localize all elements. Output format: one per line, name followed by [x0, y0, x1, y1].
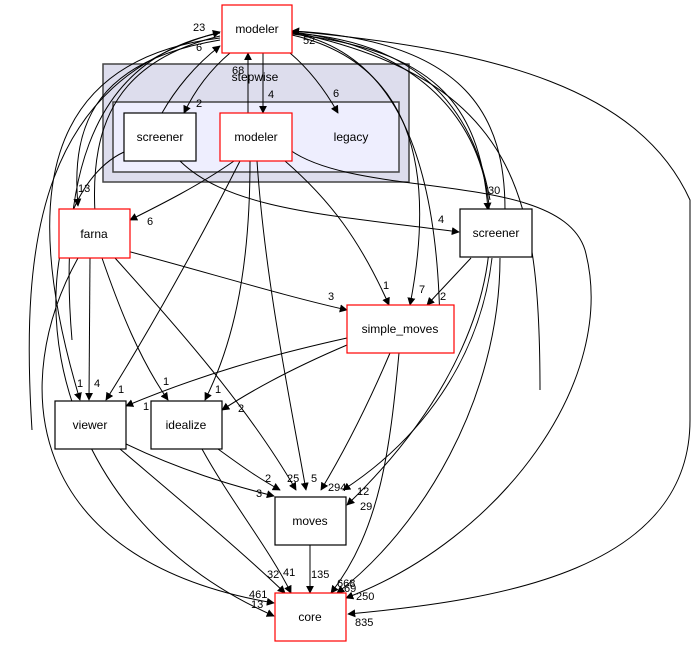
node-label-modeler-inner: modeler [234, 130, 277, 144]
edge-viewer-modeler[interactable] [68, 32, 221, 341]
edge-label-modeler-moves: 29 [360, 501, 372, 513]
edge-viewer-core[interactable] [119, 448, 286, 594]
edge-label-modelerinner-idealize: 1 [215, 384, 221, 396]
edge-label-farna-idealize: 1 [163, 376, 169, 388]
edge-label-viewer-moves: 3 [256, 488, 262, 500]
edge-core-modeler-c[interactable] [291, 32, 491, 201]
edge-label-modeler-screenerinner: 2 [196, 98, 202, 110]
edge-label-idealize-moves: 2 [265, 473, 271, 485]
edge-viewer-moves[interactable] [125, 443, 275, 499]
edge-screenerinner-modeler[interactable] [161, 45, 221, 114]
edge-idealize-modeler[interactable] [93, 35, 221, 214]
edge-simplemoves-core[interactable] [330, 352, 400, 594]
edge-modeler-core[interactable] [291, 30, 691, 618]
edge-modeler-moves[interactable] [291, 31, 491, 506]
edge-label-idealize-core: 41 [283, 567, 295, 579]
edge-screenerinner-core[interactable] [55, 151, 275, 617]
edge-label-farna-moves: 25 [287, 473, 299, 485]
edge-label-screener-modeler: 52 [303, 35, 315, 47]
edge-label-simplemoves-moves: 294 [328, 482, 346, 494]
edge-simplemoves-moves[interactable] [320, 352, 391, 491]
edge-simplemoves-viewer[interactable] [125, 337, 348, 407]
edge-label-screenerinner-screener: 4 [438, 214, 444, 226]
edge-core-modeler-b[interactable] [291, 32, 441, 341]
edge-label-modeler-legacy: 6 [333, 88, 339, 100]
node-moves[interactable]: moves [274, 496, 347, 546]
edge-modelerinner-viewer[interactable] [105, 160, 241, 401]
node-label-viewer: viewer [73, 418, 108, 432]
node-label-modeler-top: modeler [235, 22, 278, 36]
edge-label-screener-moves: 12 [357, 486, 369, 498]
edge-label-modelerinner-viewer: 1 [118, 384, 124, 396]
node-label-moves: moves [292, 514, 327, 528]
edge-label-moves-core: 135 [311, 569, 329, 581]
edge-label-modeler-modelerinner: 4 [268, 89, 274, 101]
edge-modeler-simplemoves[interactable] [291, 34, 421, 306]
edge-simplemoves-idealize[interactable] [221, 344, 348, 411]
edge-modelerinner-core[interactable] [289, 149, 592, 600]
edge-label-modelerinner-moves: 5 [311, 473, 317, 485]
edge-screener-moves[interactable] [342, 257, 493, 491]
cluster-legacy-title: legacy [334, 130, 369, 144]
node-core[interactable]: core [274, 592, 347, 642]
edges-layer: 23 6 2 68 4 6 52 13 6 4 30 [28, 22, 691, 629]
edge-label-farna-modeler: 23 [193, 22, 205, 34]
node-label-simple-moves: simple_moves [362, 322, 439, 336]
edge-label-modelerinner-simplemoves: 1 [383, 280, 389, 292]
edge-label-viewer-core: 32 [267, 569, 279, 581]
edge-label-modeler-screener: 30 [488, 185, 500, 197]
edge-label-modelerinner-core: 250 [356, 591, 374, 603]
edge-label-modelerinner-modeler: 68 [232, 65, 244, 77]
edge-farna-moves[interactable] [114, 257, 297, 491]
edge-screener-core[interactable] [336, 257, 501, 594]
edge-screenerinner-screener[interactable] [179, 160, 460, 236]
node-label-screener-inner: screener [137, 130, 184, 144]
node-label-farna: farna [80, 227, 108, 241]
edge-label-farna-simplemoves: 3 [328, 291, 334, 303]
node-label-core: core [298, 610, 322, 624]
edge-label-simplemoves-viewer: 1 [143, 401, 149, 413]
node-modeler-inner[interactable]: modeler [219, 112, 293, 162]
edge-label-farna-core: 461 [249, 589, 267, 601]
edge-modeler-viewer[interactable] [49, 37, 221, 401]
edge-label-modeler-viewer: 1 [77, 378, 83, 390]
node-label-screener: screener [473, 226, 520, 240]
edge-screener-simplemoves[interactable] [426, 257, 472, 306]
edge-farna-idealize[interactable] [101, 257, 169, 401]
edge-modelerinner-simplemoves[interactable] [284, 160, 390, 306]
edge-idealize-core[interactable] [201, 448, 292, 594]
edge-modelerinner-moves[interactable] [256, 160, 309, 491]
node-modeler-top[interactable]: modeler [221, 4, 293, 54]
edge-modeler-screenerinner[interactable] [183, 52, 231, 114]
edge-modeler-farna[interactable] [73, 39, 221, 207]
node-idealize[interactable]: idealize [150, 400, 223, 450]
node-screener-inner[interactable]: screener [123, 112, 197, 162]
edge-label-farna-viewer: 4 [94, 378, 100, 390]
edge-idealize-moves[interactable] [217, 448, 281, 491]
edge-farna-core[interactable] [41, 257, 275, 606]
edge-label-modelerinner-farna: 6 [147, 216, 153, 228]
node-simple-moves[interactable]: simple_moves [346, 304, 455, 354]
cluster-stepwise-title: stepwise [232, 70, 279, 84]
edge-label-simplemoves-idealize: 2 [238, 403, 244, 415]
node-screener[interactable]: screener [459, 208, 533, 258]
edge-label-screenerinner-modeler: 6 [196, 42, 202, 54]
edge-label-screenerinner-core: 13 [251, 599, 263, 611]
edge-modelerinner-idealize[interactable] [204, 160, 251, 401]
node-farna[interactable]: farna [58, 208, 131, 259]
edge-core-modeler-a[interactable] [291, 31, 541, 391]
node-label-idealize: idealize [166, 418, 207, 432]
edge-label-screener-simplemoves: 2 [440, 291, 446, 303]
edge-modelerinner-farna[interactable] [129, 160, 235, 221]
edge-farna-simplemoves[interactable] [107, 245, 348, 313]
node-viewer[interactable]: viewer [54, 400, 127, 450]
edge-label-modeler-core: 835 [355, 617, 373, 629]
edge-modeler-legacy[interactable] [289, 52, 339, 114]
edge-label-modeler-simplemoves: 7 [419, 284, 425, 296]
edge-farna-viewer[interactable] [85, 257, 94, 401]
